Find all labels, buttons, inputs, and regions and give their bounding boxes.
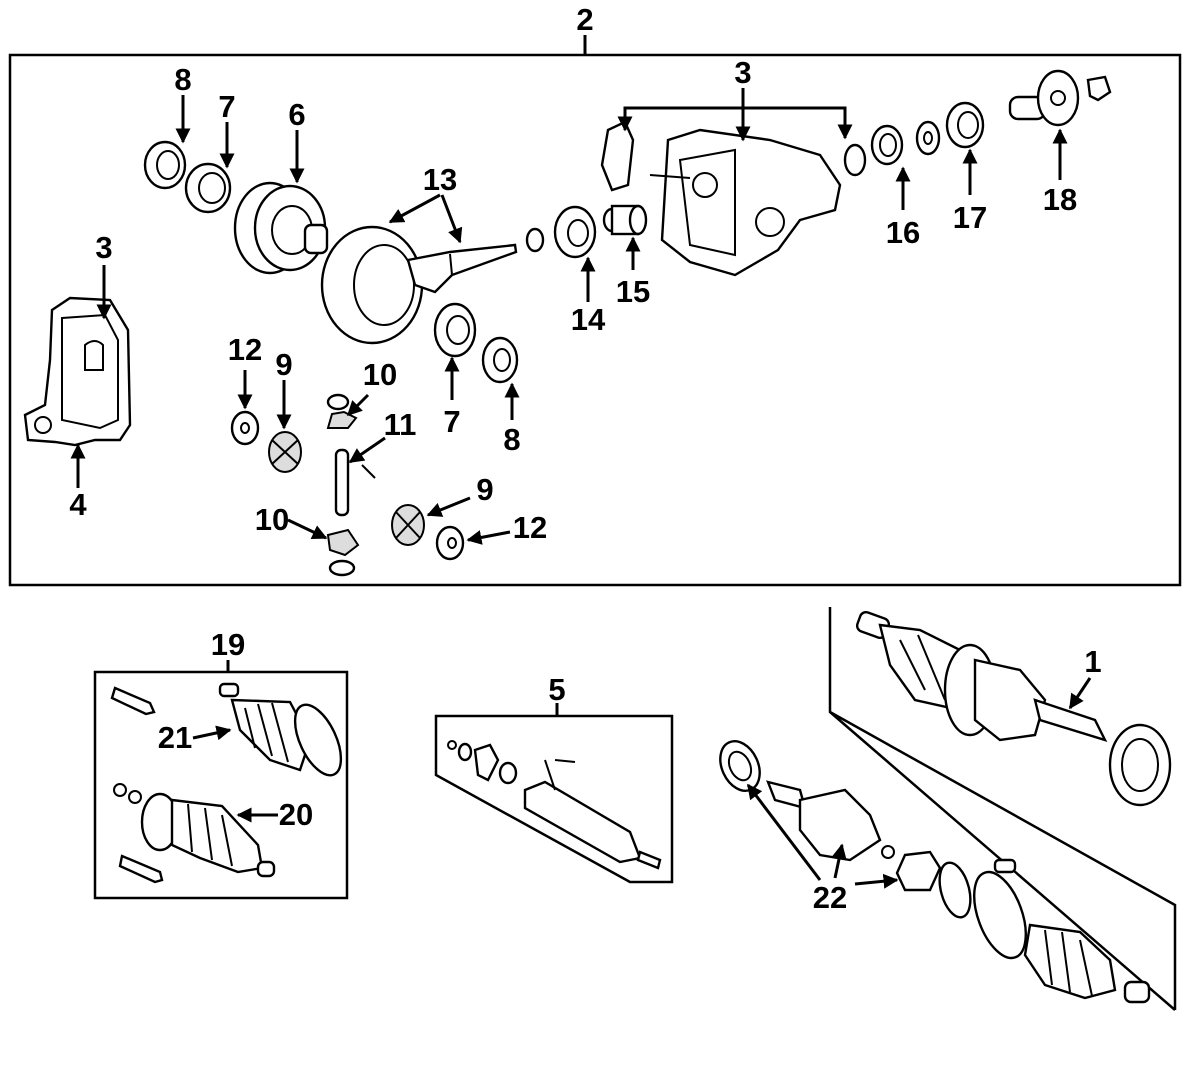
callout-2[interactable]: 2 <box>576 2 593 37</box>
ring-and-pinion-gear[interactable] <box>320 225 518 345</box>
callout-6[interactable]: 6 <box>288 97 305 132</box>
boot-clamp-pin-top[interactable] <box>110 686 156 716</box>
callout-5[interactable]: 5 <box>548 672 565 707</box>
pinion-bearing-14[interactable] <box>525 205 597 259</box>
callout-3a[interactable]: 3 <box>95 230 112 265</box>
callout-11-leader <box>348 436 386 464</box>
side-gear-9-left[interactable] <box>268 431 302 473</box>
callout-7b[interactable]: 7 <box>443 404 460 439</box>
callout-7a[interactable]: 7 <box>218 89 235 124</box>
callout-9b[interactable]: 9 <box>476 472 493 507</box>
bearing-7-right[interactable] <box>433 302 477 358</box>
intermediate-shaft[interactable] <box>447 740 662 870</box>
callout-22-leader-c <box>854 873 899 889</box>
callout-21[interactable]: 21 <box>158 720 192 755</box>
boot-kit-frame <box>93 670 349 900</box>
companion-flange-18[interactable] <box>1008 69 1112 127</box>
callout-9a[interactable]: 9 <box>275 347 292 382</box>
callout-21-leader <box>192 725 232 741</box>
pinion-shaft-11[interactable] <box>334 448 376 517</box>
bearing-7-left[interactable] <box>184 162 232 214</box>
callout-8a[interactable]: 8 <box>174 62 191 97</box>
intermediate-shaft-frame <box>434 714 674 884</box>
callout-13-leader-b <box>440 194 463 244</box>
outer-boot-21[interactable] <box>218 682 350 782</box>
callout-22-leader-a <box>746 783 822 881</box>
seal-8-right[interactable] <box>481 336 519 384</box>
carrier-housing[interactable] <box>600 120 842 277</box>
thrust-washer-12-left[interactable] <box>230 410 260 446</box>
callout-10b[interactable]: 10 <box>255 502 289 537</box>
bearing-17[interactable] <box>945 101 985 149</box>
differential-case[interactable] <box>233 181 329 275</box>
callout-12b-leader <box>466 530 511 545</box>
callout-16[interactable]: 16 <box>886 215 920 250</box>
inner-boot-20[interactable] <box>113 783 276 884</box>
callout-20[interactable]: 20 <box>279 797 313 832</box>
callout-17[interactable]: 17 <box>953 200 987 235</box>
callout-18[interactable]: 18 <box>1043 182 1077 217</box>
washer[interactable] <box>915 120 941 156</box>
bearing-16[interactable] <box>870 124 904 166</box>
callout-13-leader-a <box>388 193 441 224</box>
callout-11[interactable]: 11 <box>384 407 417 442</box>
callout-1-leader <box>1068 677 1092 710</box>
drive-axle-assembly[interactable] <box>855 610 1172 807</box>
callout-22-leader-b <box>831 843 847 879</box>
housing-seal[interactable] <box>843 143 867 177</box>
cv-joint-exploded[interactable] <box>713 735 1151 1004</box>
callout-10a[interactable]: 10 <box>363 357 397 392</box>
callout-12a[interactable]: 12 <box>228 332 262 367</box>
collapsible-spacer-15[interactable] <box>602 204 648 236</box>
differential-frame <box>8 53 1182 587</box>
side-gear-9-right[interactable] <box>391 504 425 546</box>
callout-8b[interactable]: 8 <box>503 422 520 457</box>
callout-22[interactable]: 22 <box>813 880 847 915</box>
callout-4[interactable]: 4 <box>69 487 87 522</box>
differential-cover[interactable] <box>23 296 132 447</box>
callout-19[interactable]: 19 <box>211 627 245 662</box>
callout-3b-bracket <box>617 106 853 140</box>
thrust-washer-12-right[interactable] <box>435 525 465 561</box>
callout-9b-leader <box>426 496 471 517</box>
callout-3b[interactable]: 3 <box>734 55 751 90</box>
callout-1[interactable]: 1 <box>1084 644 1101 679</box>
callout-14[interactable]: 14 <box>571 302 606 337</box>
callout-13[interactable]: 13 <box>423 162 457 197</box>
callout-10a-leader <box>346 393 370 417</box>
callout-10b-leader <box>287 518 328 540</box>
pinion-gear-10-bottom[interactable] <box>326 528 360 577</box>
callout-15[interactable]: 15 <box>616 274 650 309</box>
seal-8-left[interactable] <box>143 140 187 190</box>
callout-12b[interactable]: 12 <box>513 510 547 545</box>
